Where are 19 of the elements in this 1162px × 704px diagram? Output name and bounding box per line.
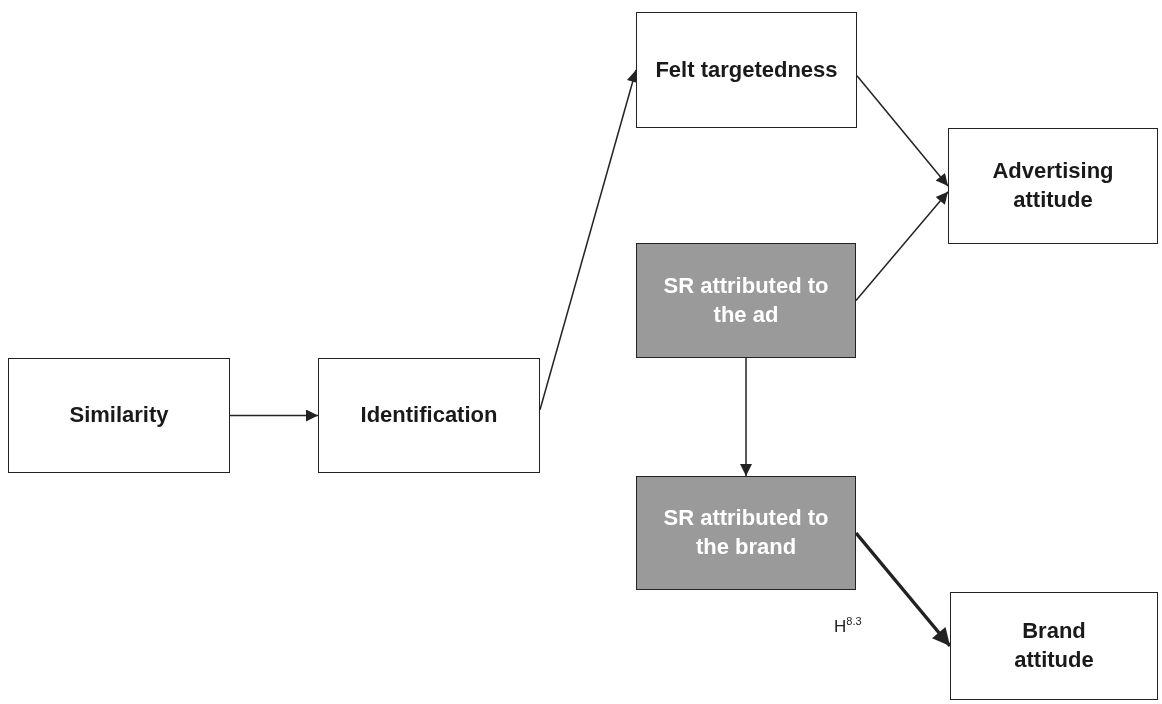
variable-box xyxy=(636,243,856,358)
variable-label: Advertising attitude xyxy=(991,157,1115,214)
variable-box xyxy=(948,128,1158,244)
variable-label: Identification xyxy=(359,401,499,430)
variable-label: SR attributed to the brand xyxy=(662,504,830,561)
arrow xyxy=(856,75,949,187)
arrow xyxy=(229,409,319,422)
arrow xyxy=(740,357,752,477)
variable-box xyxy=(318,358,540,473)
variable-label: Felt targetedness xyxy=(654,55,839,84)
variable-box xyxy=(950,592,1158,700)
variable-box xyxy=(636,12,857,128)
variable-box xyxy=(8,358,230,473)
variable-label: SR attributed to the ad xyxy=(662,271,830,329)
variable-label: Similarity xyxy=(68,401,170,430)
arrow xyxy=(854,531,952,648)
variable-label: Brand attitude xyxy=(1013,617,1095,674)
arrow xyxy=(855,191,949,302)
variable-box xyxy=(636,476,856,590)
